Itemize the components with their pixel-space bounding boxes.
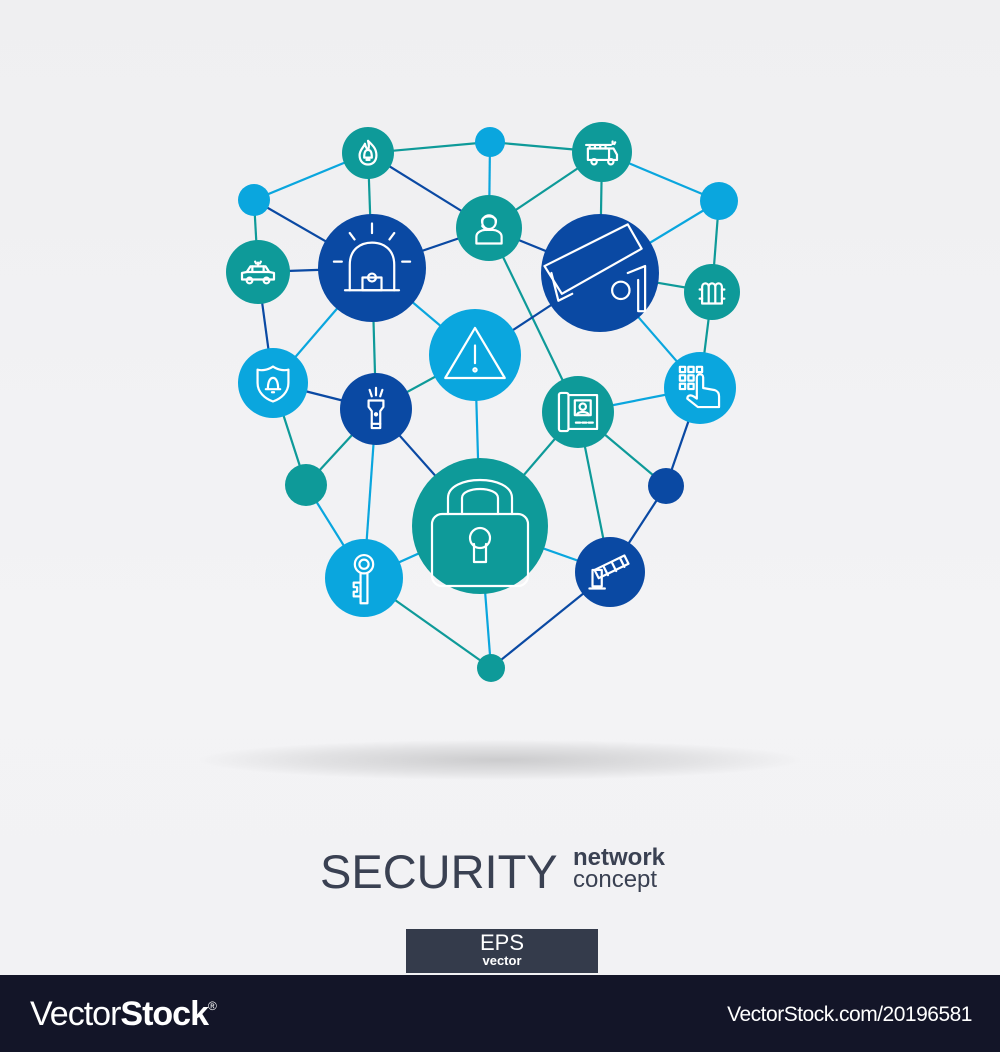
security-network-diagram [226,122,740,682]
eps-label: EPS [479,930,525,955]
title-concept: concept [573,866,658,893]
barrier-gate-icon [588,554,630,590]
network-nodes [226,122,740,682]
fence-icon [698,282,726,305]
node-police-car [226,240,290,304]
shield-bell-icon [256,365,290,403]
keypad-touch-icon [678,365,721,409]
vector-label: vector [482,953,522,968]
key-icon [352,553,375,605]
fire-bell-icon [358,139,378,166]
node-right-bottom-dot [648,468,684,504]
node-bottom-dot [477,654,505,682]
logo-stock: Stock [120,995,209,1033]
operator-icon [475,214,503,245]
cctv-camera-icon [543,223,647,313]
node-fire-truck [572,122,632,182]
node-top-dot [475,127,505,157]
fire-truck-icon [585,140,619,166]
node-left-bottom-dot [285,464,327,506]
node-shield-alarm [238,348,308,418]
footer-bar: VectorStock® VectorStock.com/20196581 [0,975,1000,1052]
node-warning [429,309,521,401]
node-flashlight [340,373,412,445]
node-siren [318,214,426,322]
eps-vector-badge: EPS vector [406,929,598,973]
registered-mark: ® [207,999,217,1013]
node-key [325,539,403,617]
node-right-top-dot [700,182,738,220]
title-security: SECURITY [320,845,558,898]
stock-id-link[interactable]: VectorStock.com/20196581 [727,1003,972,1026]
padlock-icon [430,479,530,588]
siren-light-icon [332,222,412,292]
node-cctv [541,214,659,332]
node-fence [684,264,740,320]
logo-vector: Vector [30,995,121,1033]
vectorstock-logo[interactable]: VectorStock® [30,995,217,1034]
node-padlock [412,458,548,594]
title-network: network [573,844,666,871]
warning-triangle-icon [444,326,506,380]
police-car-icon [240,260,276,285]
node-left-top-dot [238,184,270,216]
intercom-icon [557,391,599,433]
flashlight-icon [367,386,385,430]
node-intercom [542,376,614,448]
node-barrier [575,537,645,607]
node-fire-alarm [342,127,394,179]
diagram-shadow [200,740,800,780]
node-keypad [664,352,736,424]
node-operator [456,195,522,261]
title-block: SECURITY network concept [0,840,1000,900]
